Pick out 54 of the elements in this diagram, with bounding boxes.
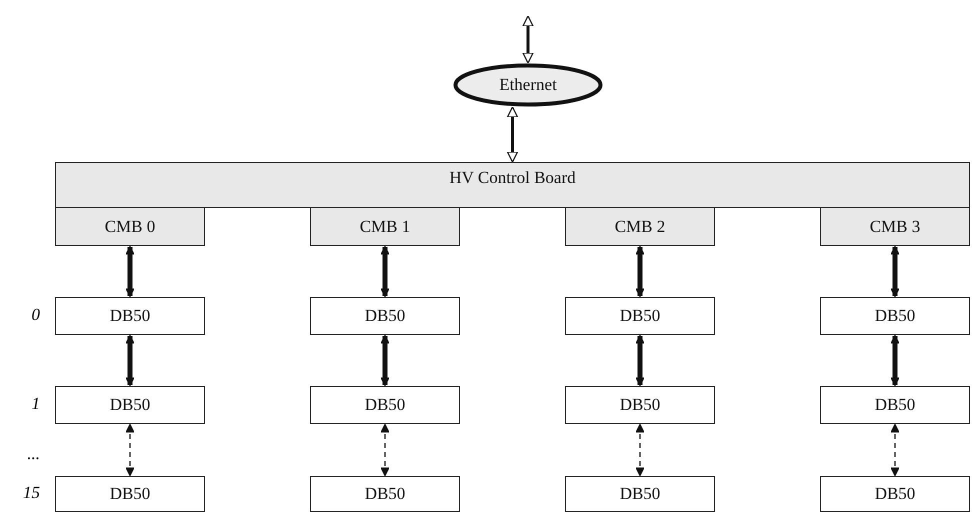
double-arrow (890, 424, 900, 476)
double-arrow (126, 424, 134, 476)
cmb-box (820, 207, 970, 246)
db50-box (55, 297, 205, 335)
double-arrow (380, 334, 390, 386)
network-ellipse (453, 63, 603, 107)
db50-box (310, 297, 460, 335)
double-arrow (636, 246, 644, 298)
cmb-box (565, 207, 715, 246)
row-index-label: 1 (30, 394, 40, 414)
double-arrow (890, 246, 900, 298)
node-label: Ethernet (499, 75, 557, 95)
node-label: DB50 (364, 395, 406, 415)
node-label: DB50 (364, 306, 406, 326)
db50-box (820, 297, 970, 335)
node-label: CMB 3 (870, 216, 920, 236)
row-index-label: 0 (30, 305, 40, 325)
node-label: DB50 (110, 306, 150, 326)
row-index-label: 15 (22, 483, 40, 503)
db50-box (820, 476, 970, 512)
double-arrow (380, 246, 390, 298)
double-arrow (636, 334, 644, 386)
node-label: DB50 (874, 395, 916, 415)
double-arrow (506, 106, 518, 163)
cmb-box (55, 207, 205, 246)
db50-box (310, 386, 460, 424)
node-label: DB50 (874, 484, 916, 504)
double-arrow (636, 424, 644, 476)
node-label: DB50 (620, 484, 660, 504)
db50-box (565, 386, 715, 424)
node-label: DB50 (110, 484, 150, 504)
db50-box (310, 476, 460, 512)
node-label: CMB 1 (360, 216, 410, 236)
double-arrow (380, 424, 390, 476)
row-index-label: ... (26, 444, 40, 464)
double-arrow (890, 334, 900, 386)
node-label: DB50 (620, 395, 660, 415)
cmb-box (310, 207, 460, 246)
db50-box (565, 297, 715, 335)
node-label: CMB 2 (614, 216, 666, 236)
node-label: DB50 (874, 306, 916, 326)
db50-box (565, 476, 715, 512)
node-label: HV Control Board (449, 168, 576, 188)
db50-box (820, 386, 970, 424)
control-board-box (55, 162, 970, 208)
node-label: DB50 (364, 484, 406, 504)
node-label: CMB 0 (104, 216, 156, 236)
db50-box (55, 386, 205, 424)
node-label: DB50 (110, 395, 150, 415)
double-arrow (126, 334, 134, 386)
double-arrow (522, 15, 534, 64)
double-arrow (126, 246, 134, 298)
node-label: DB50 (620, 306, 660, 326)
db50-box (55, 476, 205, 512)
